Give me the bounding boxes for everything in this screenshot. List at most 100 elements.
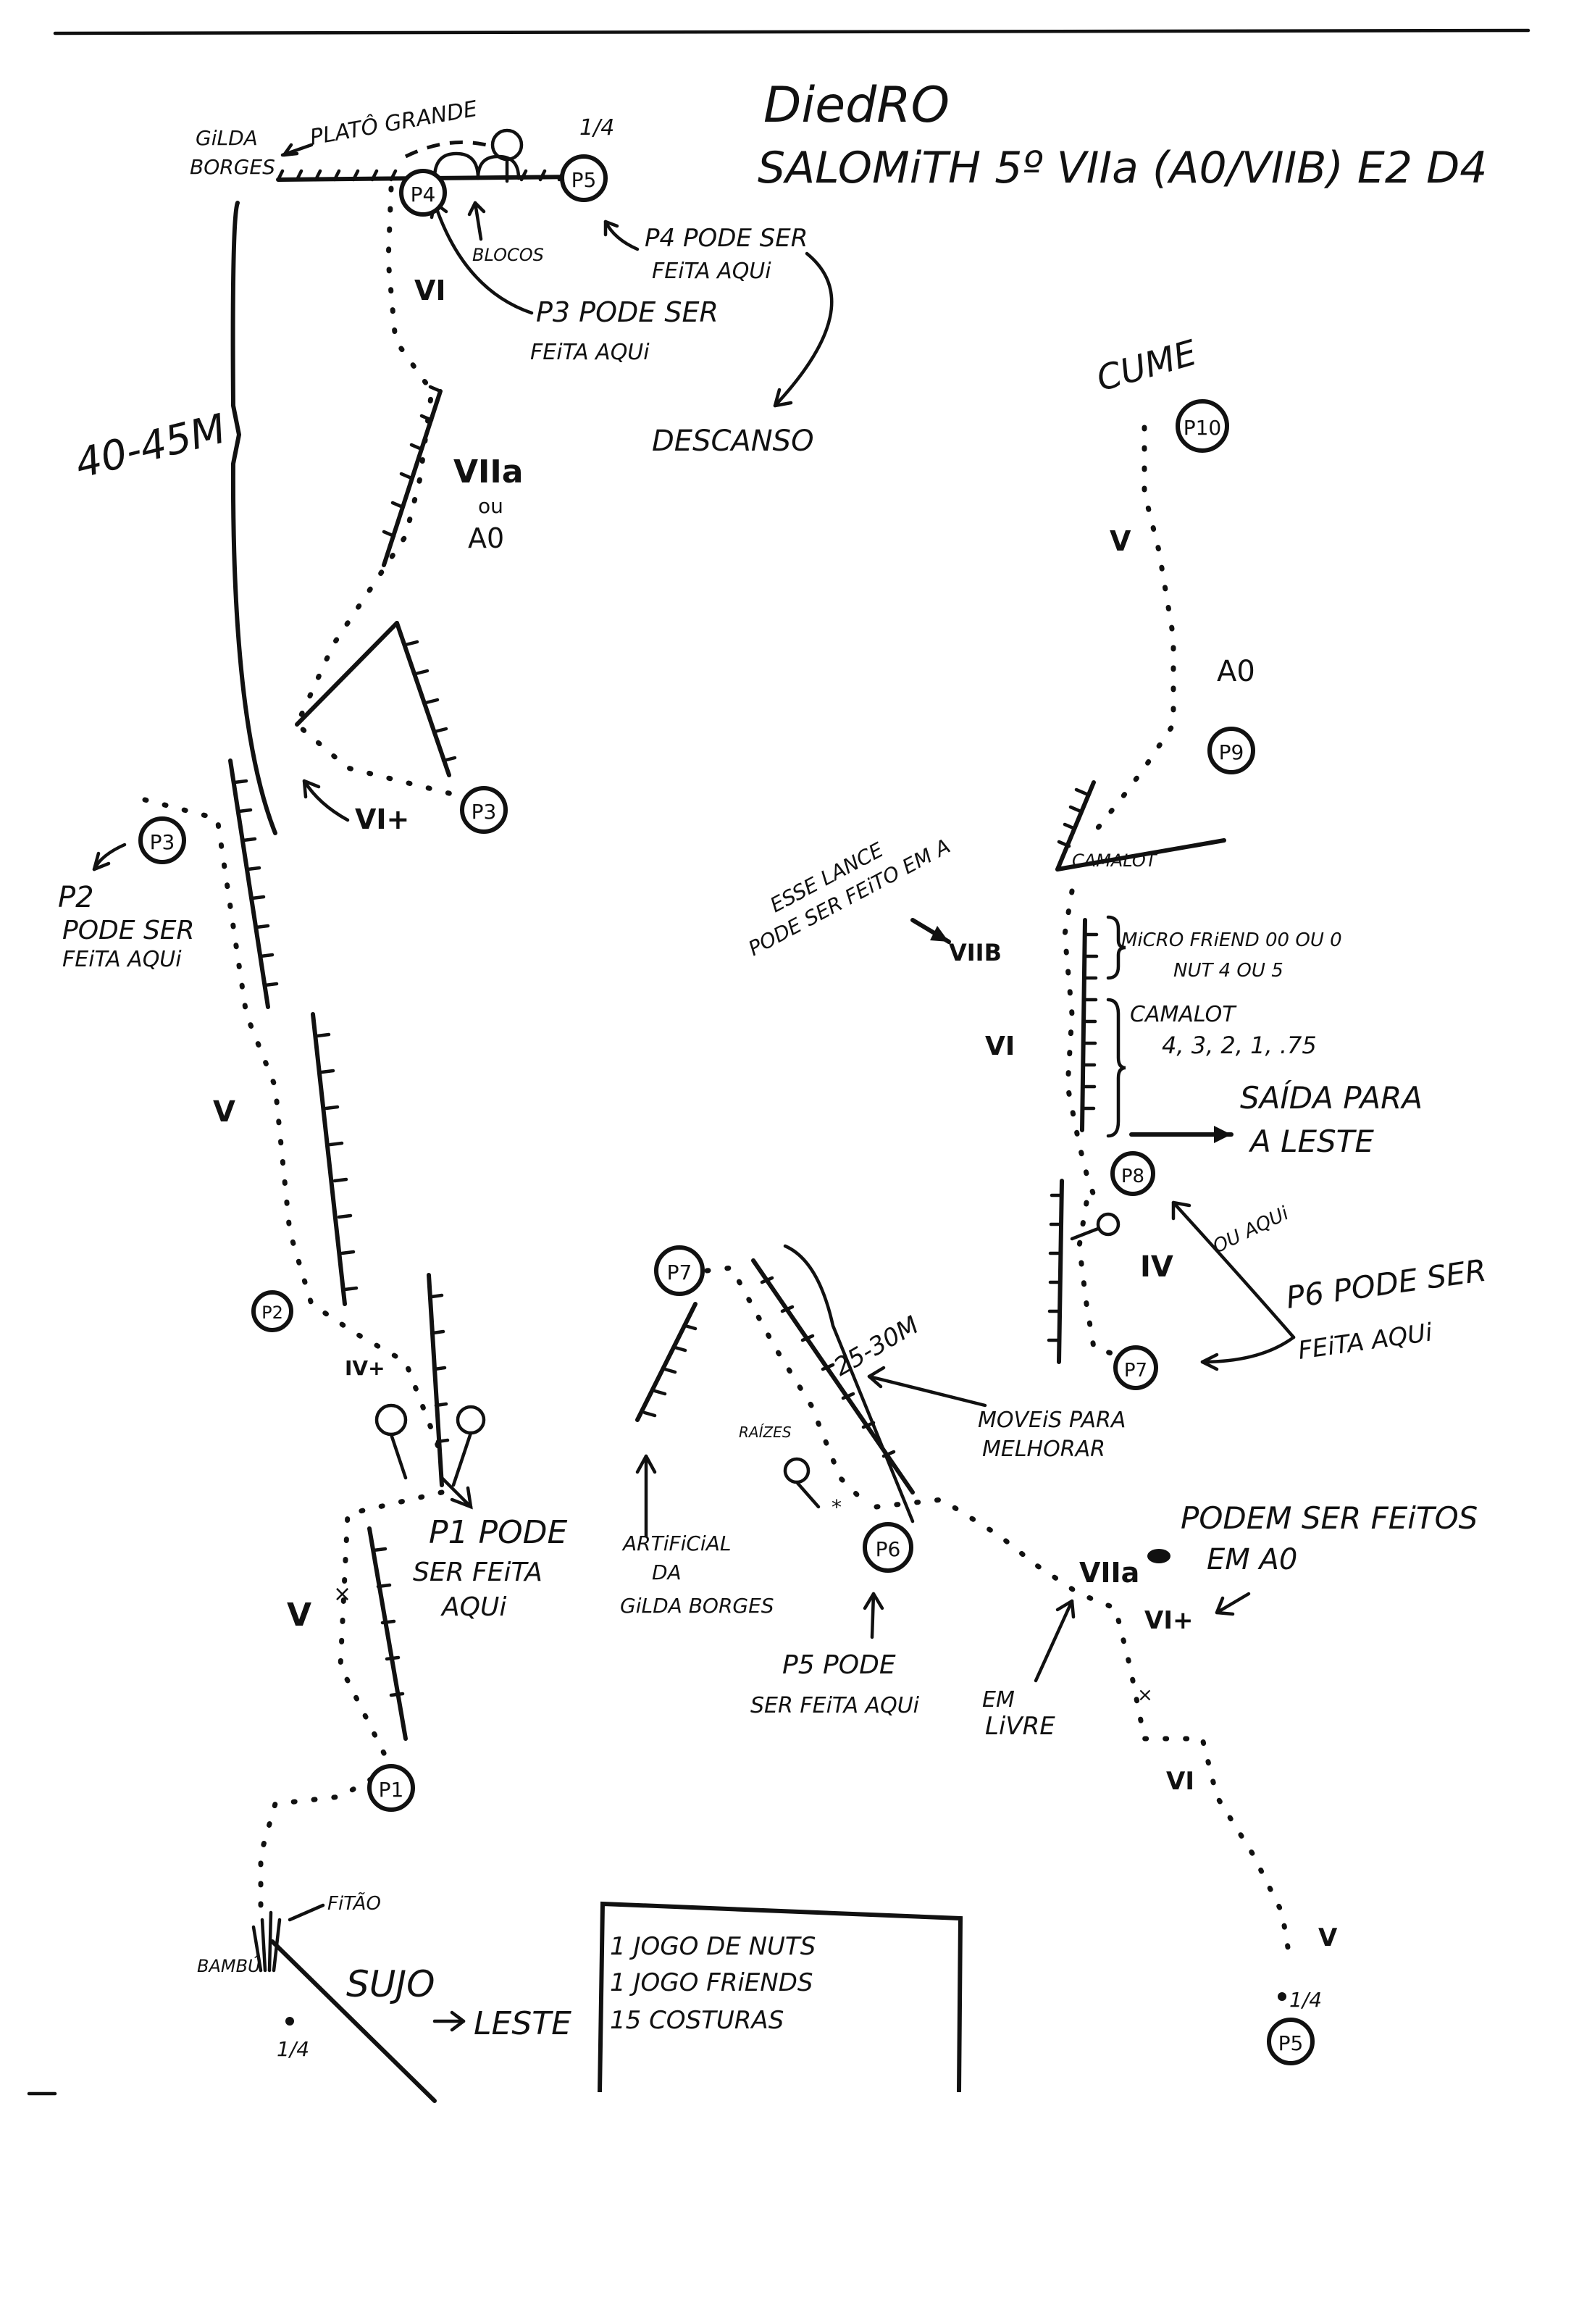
saida-line2: A LESTE [1248, 1124, 1374, 1159]
p1-note-line1: P1 PODE [429, 1514, 568, 1551]
fitao-label: FiTÃO [327, 1892, 381, 1915]
artificial-line3: GiLDA BORGES [620, 1594, 774, 1618]
camalot-mid-label: CAMALOT [1130, 1002, 1237, 1027]
descanso-arrow [773, 251, 834, 408]
grade-left-viia: VIIa [453, 453, 524, 490]
grade-left-vi-top: VI [414, 275, 446, 306]
descanso-label: DESCANSO [652, 425, 814, 458]
wall-p9-p8 [1080, 918, 1087, 1132]
wall-p3-p2 [228, 758, 270, 1009]
belay-p7-right: P7 [1113, 1345, 1158, 1390]
svg-text:P10: P10 [1184, 416, 1222, 440]
topo-title: DiedRO SALOMiTH 5º VIIa (A0/VIIB) E2 D4 [758, 77, 1487, 193]
em-livre-line2: LiVRE [985, 1712, 1055, 1741]
belay-p3-left: P3 [138, 816, 186, 864]
p6-note-line2: FEiTA AQUi [1297, 1318, 1435, 1366]
artificial-wall [635, 1302, 698, 1422]
hand-icon [1147, 1549, 1170, 1563]
podem-ser-line1: PODEM SER FEiTOS [1181, 1500, 1478, 1536]
svg-text:P5: P5 [1278, 2031, 1304, 2055]
micro-friend-label: MiCRO FRiEND 00 OU 0 [1121, 929, 1342, 951]
moveis-line1: MOVEiS PARA [978, 1408, 1126, 1433]
camalot-brace [1106, 998, 1126, 1138]
grade-right-iv: IV [1140, 1250, 1173, 1284]
belay-p10: P10 [1176, 399, 1229, 453]
height-bracket-mid [783, 1244, 915, 1523]
route-mid-p6-p5 [874, 1497, 1292, 1959]
leste-arrow [450, 2010, 466, 2032]
micro-friend-brace [1106, 915, 1126, 980]
blocos-label: BLOCOS [472, 245, 544, 265]
wall-p2-p1 [427, 1273, 444, 1487]
bambu-shape [251, 1910, 282, 1973]
belay-p6: P6 [863, 1522, 913, 1573]
svg-text:P3: P3 [150, 830, 175, 854]
title-line2: SALOMiTH 5º VIIa (A0/VIIB) E2 D4 [758, 143, 1487, 193]
svg-text:P8: P8 [1121, 1166, 1144, 1187]
grade-left-vi-plus: VI+ [355, 803, 409, 835]
p5-note-line2: SER FEiTA AQUi [750, 1693, 920, 1718]
grade-right-a0: A0 [1217, 655, 1255, 688]
belay-p7-left: P7 [654, 1245, 705, 1296]
grade-left-a0: A0 [468, 522, 504, 554]
p6-arrow-lower [1200, 1335, 1296, 1364]
title-line1: DiedRO [763, 77, 950, 134]
grade-left-iv-plus: IV+ [345, 1356, 385, 1380]
p1-note-line2: SER FEiTA [413, 1558, 543, 1587]
grade-left-ou: ou [478, 494, 503, 518]
p4-note-line2: FEiTA AQUi [652, 259, 771, 284]
height-left-label: 40-45M [71, 405, 231, 488]
route-left-p1 [258, 1489, 445, 1923]
p3-note-arrow [432, 201, 534, 315]
wall-right-top [1055, 780, 1096, 872]
p4-note-line1: P4 PODE SER [645, 224, 808, 253]
moveis-arrow [867, 1374, 987, 1408]
p2-note-line1: P2 [58, 881, 94, 914]
grade-left-v-mid: V [213, 1095, 235, 1129]
grade-mid-vi-plus: VI+ [1144, 1606, 1193, 1635]
bolt-x: × [333, 1581, 351, 1607]
page-top-border [53, 28, 1530, 35]
svg-text:P6: P6 [876, 1537, 901, 1561]
p6-note-line1: P6 PODE SER [1284, 1253, 1489, 1316]
route-right-p9-p8 [1062, 888, 1097, 1198]
belay-p5-bottom: P5 [1267, 2018, 1315, 2065]
quarter-bottom-left-label: 1/4 [277, 2037, 309, 2061]
tree-icon [490, 128, 524, 162]
podem-ser-arrow [1215, 1592, 1251, 1615]
gilda-borges-label-2: BORGES [190, 155, 275, 179]
wall-vi-plus [395, 621, 451, 777]
sujo-line [270, 1939, 437, 2103]
flake-line [295, 621, 399, 727]
artificial-line2: DA [652, 1560, 682, 1584]
svg-text:P7: P7 [667, 1261, 692, 1284]
svg-text:P2: P2 [261, 1303, 283, 1323]
route-right-p10-p9 [1091, 425, 1176, 836]
raizes-label: RAÍZES [739, 1424, 792, 1441]
em-livre-arrow [1034, 1599, 1074, 1683]
grade-right-vi: VI [985, 1032, 1015, 1061]
p5-note-line1: P5 PODE [782, 1650, 896, 1680]
grade-right-viib: VIIB [949, 939, 1002, 966]
middle-pitch-section: * × 25-30M MOVEiS PARA MELHORAR RAÍZES A… [620, 1244, 1478, 2012]
wall-p8-p7 [1057, 1179, 1064, 1364]
plateau-dashed-traverse [404, 140, 493, 159]
right-pitch-section: CUME V A0 ESSE LANCE PODE SER FEiTO EM A… [745, 333, 1489, 1371]
tree-icon [783, 1457, 811, 1484]
p6-arrow-upper [1171, 1200, 1296, 1339]
camalot-sizes-label: 4, 3, 2, 1, .75 [1162, 1032, 1317, 1059]
svg-text:P3: P3 [472, 800, 497, 824]
grade-mid-viia: VIIa [1079, 1557, 1139, 1589]
belay-stations: P4 P5 P3 P3 P2 P1 P7 P6 P5 P10 P9 P8 P7 [138, 154, 1315, 2065]
grade-left-v-low: V [287, 1597, 311, 1634]
grade-mid-vi: VI [1166, 1767, 1194, 1796]
sujo-label: SUJO [346, 1963, 435, 2005]
svg-text:*: * [832, 1495, 842, 1519]
gear-item: 1 JOGO FRiENDS [610, 1968, 813, 1997]
camalot-top-label: CAMALOT [1072, 850, 1158, 871]
route-left-p3-p2 [142, 797, 445, 1459]
saida-line1: SAÍDA PARA [1240, 1079, 1423, 1116]
bambu-label: BAMBÚ [197, 1955, 261, 1976]
podem-ser-line2: EM A0 [1207, 1543, 1297, 1576]
